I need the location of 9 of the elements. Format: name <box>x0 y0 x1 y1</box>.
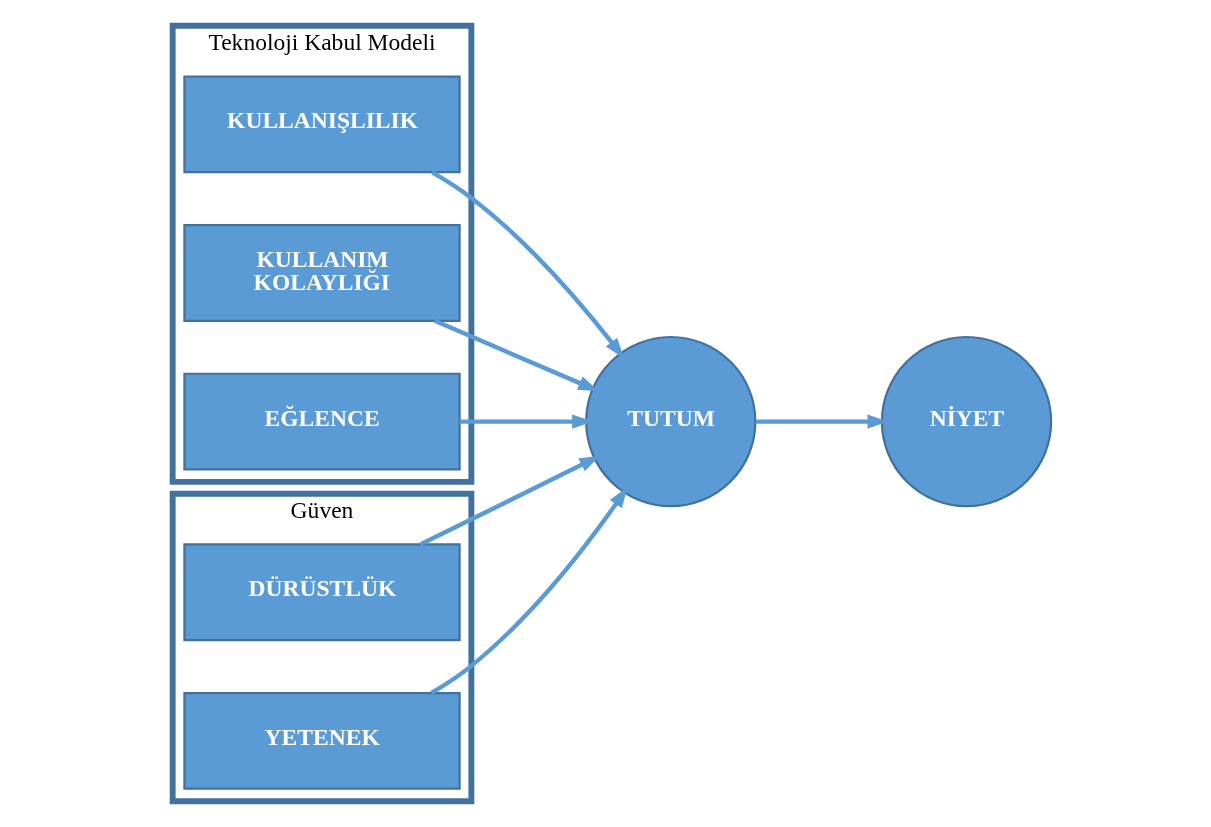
node-box: YETENEK <box>182 691 461 790</box>
arrow <box>429 487 628 695</box>
node-box: DÜRÜSTLÜK <box>182 543 461 642</box>
node-box: EĞLENCE <box>182 372 461 471</box>
node-box: KULLANIŞLILIK <box>182 75 461 174</box>
arrow <box>419 455 600 547</box>
node-box: KULLANIM KOLAYLIĞI <box>182 224 461 322</box>
arrow <box>430 170 624 359</box>
node-circle: NİYET <box>880 335 1052 508</box>
